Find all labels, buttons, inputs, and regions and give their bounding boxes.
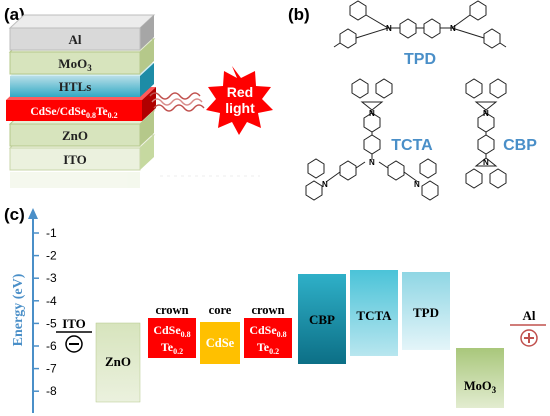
axis-tick-label: -6 <box>46 339 57 353</box>
layer-moo3-label: MoO3 <box>58 56 92 73</box>
layer-qd-label: CdSe/CdSe0.8Te0.2 <box>30 106 117 120</box>
axis-tick-label: -7 <box>46 362 57 376</box>
molecule-label-cbp: CBP <box>503 137 537 154</box>
level-tpd: TPD <box>402 272 450 350</box>
device-stack: ITO ZnO CdSe/CdSe0.8Te0.2 HTLs M <box>6 14 260 188</box>
level-cbp: CBP <box>298 274 346 364</box>
panel-c-label: (c) <box>4 205 25 224</box>
burst-text-2: light <box>225 100 255 116</box>
cbp-molecule <box>465 78 507 189</box>
level-zno: ZnO <box>95 322 141 403</box>
molecule-label-tcta: TCTA <box>391 137 433 154</box>
tcta-molecule <box>305 78 439 201</box>
axis-label: Energy (eV) <box>11 273 26 346</box>
core-label: core <box>209 303 232 317</box>
energy-axis: -1 -2 -3 -4 -5 -6 -7 -8 Energy (eV) <box>11 208 57 413</box>
level-core: core CdSe <box>200 303 240 364</box>
level-crown-left: crown CdSe0.8 Te0.2 <box>148 303 196 358</box>
red-light-burst: Red light <box>206 66 273 135</box>
tcta-level-label: TCTA <box>356 308 392 323</box>
crown-label-right: crown <box>251 303 284 317</box>
cbp-level-label: CBP <box>309 312 335 327</box>
plus-icon <box>520 329 538 347</box>
emission-waves <box>149 92 205 112</box>
tcta-n1: N <box>369 109 375 118</box>
layer-al: Al <box>8 14 156 51</box>
layer-ito-label: ITO <box>63 152 87 167</box>
zno-label: ZnO <box>105 354 131 369</box>
level-tcta: TCTA <box>350 270 398 356</box>
tcta-n4: N <box>414 180 420 189</box>
level-moo3: MoO3 <box>456 348 504 408</box>
layer-qd: CdSe/CdSe0.8Te0.2 <box>6 87 156 121</box>
al-label: Al <box>523 308 536 323</box>
tcta-n3: N <box>322 180 328 189</box>
axis-tick-label: -3 <box>46 271 57 285</box>
tpd-n1: N <box>386 24 392 33</box>
tpd-n2: N <box>450 24 456 33</box>
tpd-molecule <box>333 0 507 49</box>
level-al: Al <box>510 308 546 347</box>
axis-tick-label: -8 <box>46 384 57 398</box>
axis-tick-label: -1 <box>46 226 57 240</box>
ito-label: ITO <box>62 316 86 331</box>
panel-b-label: (b) <box>288 5 310 24</box>
level-crown-right: crown CdSe0.8 Te0.2 <box>244 303 292 358</box>
layer-zno-label: ZnO <box>62 128 88 143</box>
stack-reflection <box>10 172 260 188</box>
level-ito: ITO <box>56 316 92 353</box>
axis-tick-label: -2 <box>46 249 57 263</box>
burst-text-1: Red <box>227 84 253 100</box>
layer-al-label: Al <box>69 32 82 47</box>
layer-htl-label: HTLs <box>59 79 92 94</box>
axis-tick-label: -4 <box>46 294 57 308</box>
tcta-n2: N <box>369 158 375 167</box>
cdse-label: CdSe <box>206 336 235 350</box>
molecule-label-tpd: TPD <box>404 51 436 68</box>
minus-icon <box>65 335 83 353</box>
axis-tick-label: -5 <box>46 316 57 330</box>
cbp-n1: N <box>483 109 489 118</box>
cbp-n2: N <box>483 158 489 167</box>
tpd-level-label: TPD <box>413 305 439 320</box>
moo3-level-label: MoO3 <box>464 379 497 395</box>
crown-label-left: crown <box>155 303 188 317</box>
